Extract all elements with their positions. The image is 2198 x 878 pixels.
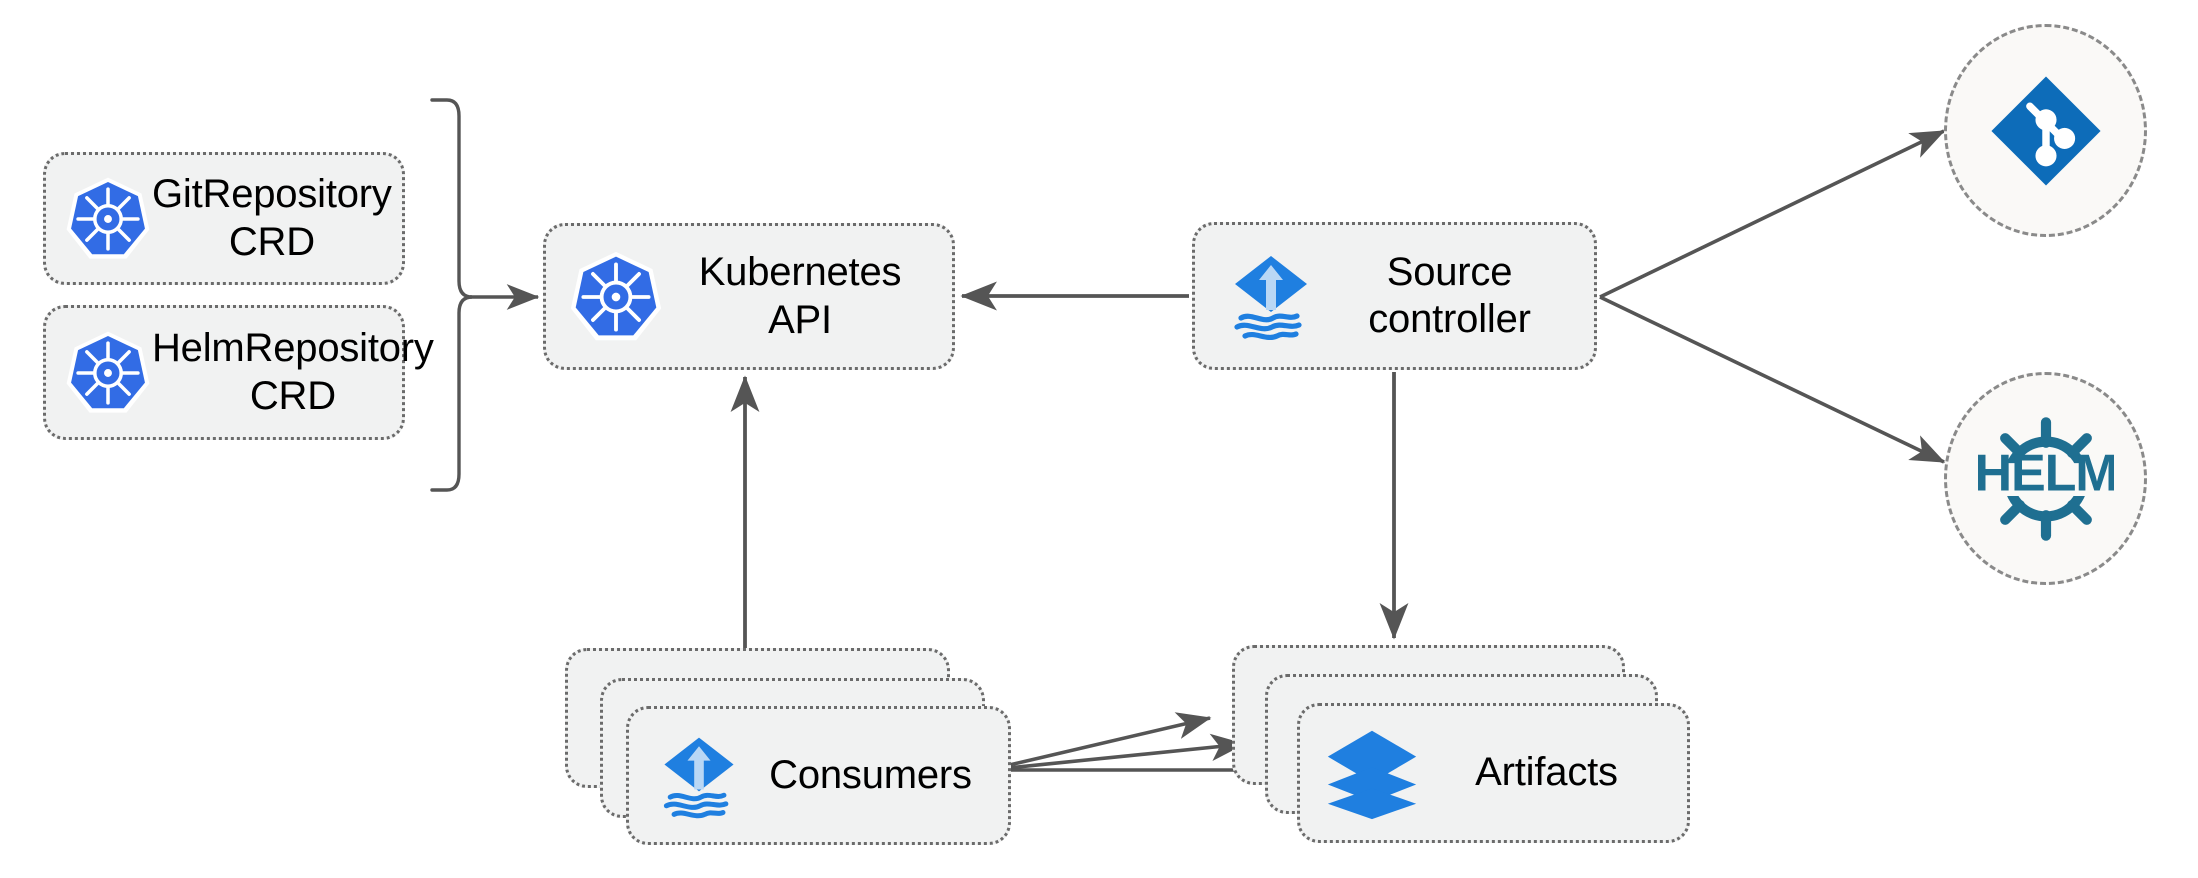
arrow-consumers-to-artifacts-1 [987,712,1212,772]
git-repository-circle[interactable] [1944,24,2147,237]
source-controller-box[interactable]: Source controller [1192,222,1597,370]
gitrepository-crd-label: GitRepository CRD [152,172,392,264]
kubernetes-api-box[interactable]: Kubernetes API [543,223,955,370]
kubernetes-icon [568,249,664,345]
kubernetes-icon [64,175,152,263]
artifacts-label: Artifacts [1475,750,1618,795]
helm-wordmark: HELM [1978,444,2114,502]
arrow-source-to-helm [1599,295,1946,464]
artifacts-box[interactable]: Artifacts [1297,703,1690,843]
kubernetes-icon [64,329,152,417]
consumers-box[interactable]: Consumers [626,706,1011,845]
helm-repository-circle[interactable]: HELM [1944,372,2147,585]
source-controller-icon [651,728,747,824]
kubernetes-api-label: Kubernetes API [698,250,902,342]
helm-icon: HELM [1978,411,2114,547]
arrow-source-to-git [1599,129,1946,299]
helmrepository-crd-box[interactable]: HelmRepository CRD [43,305,434,440]
crd-group-brace [430,98,473,492]
git-icon [1984,69,2108,193]
consumers-label: Consumers [769,752,972,797]
gitrepository-crd-box[interactable]: GitRepository CRD [43,152,405,285]
helmrepository-crd-label: HelmRepository CRD [152,326,434,418]
source-controller-label: Source controller [1368,249,1531,341]
layers-icon [1324,725,1420,821]
source-controller-icon [1221,246,1321,346]
arrow-consumers-to-artifacts-2 [987,733,1246,772]
